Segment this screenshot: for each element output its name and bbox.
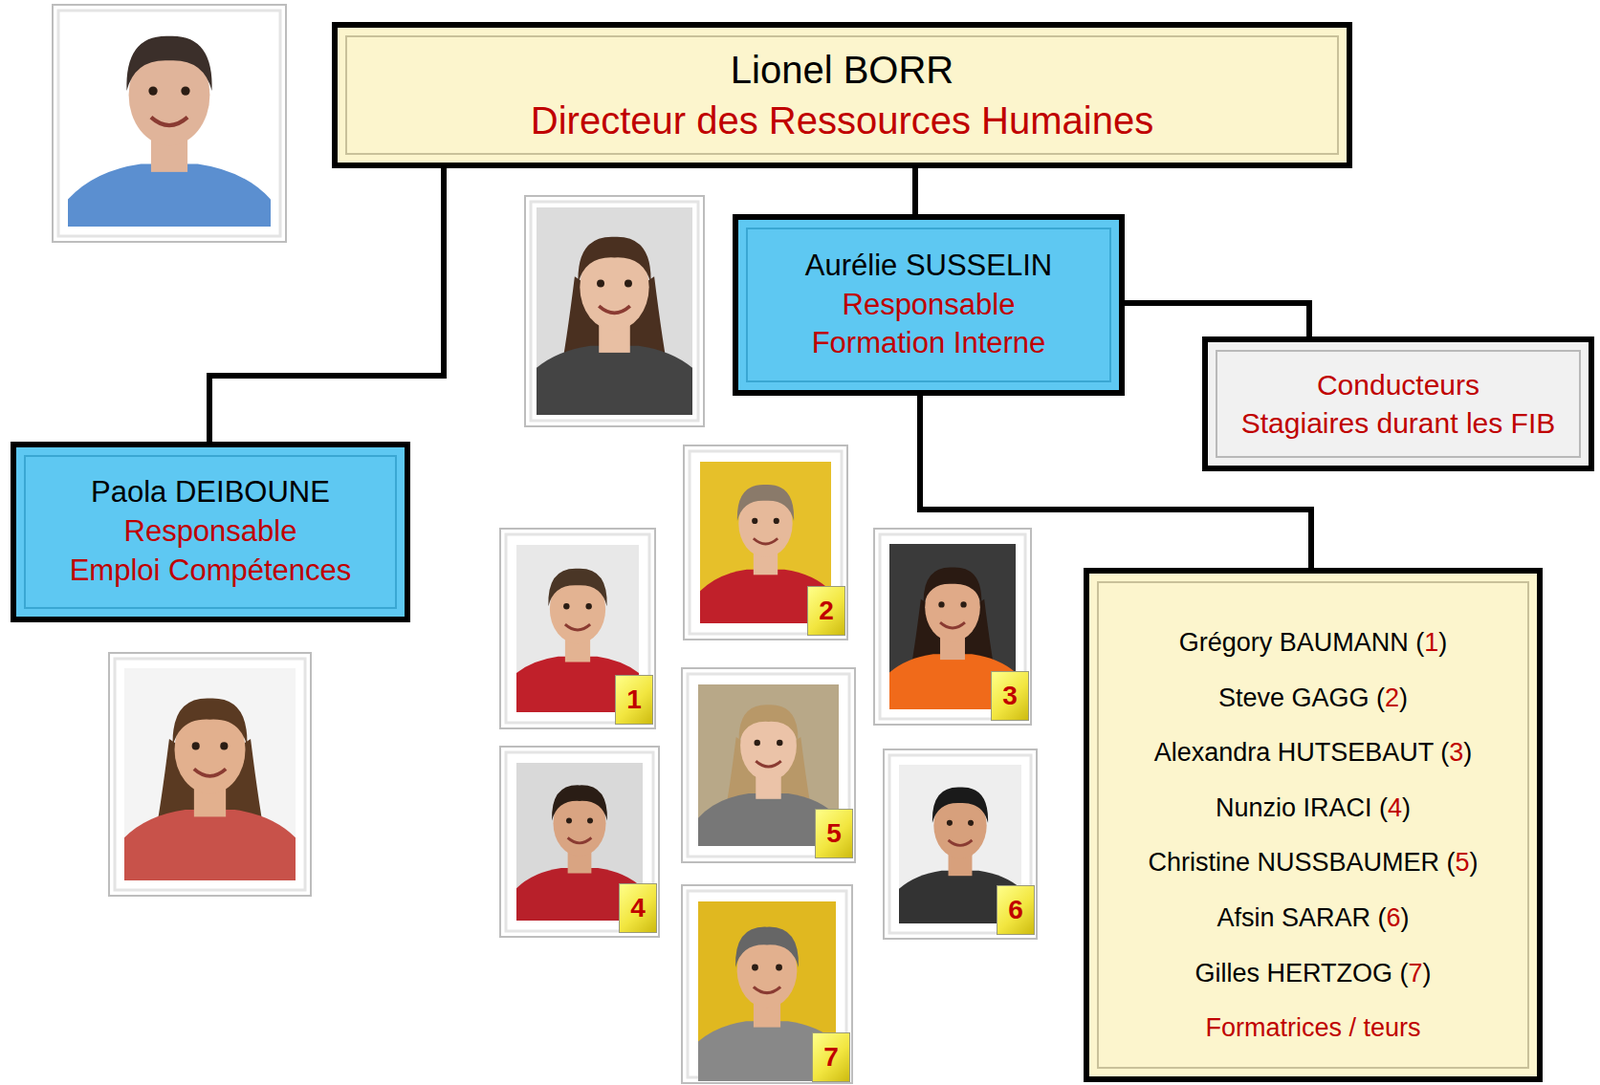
photo-trainer [874, 528, 1031, 725]
portrait [112, 668, 308, 890]
portrait [501, 545, 655, 720]
node-text: Nunzio IRACI (4) [1215, 781, 1411, 837]
person-name: Aurélie SUSSELIN [805, 246, 1053, 286]
org-connector [912, 165, 919, 218]
photo-trainer [681, 885, 853, 1085]
photo-trainer [883, 749, 1037, 940]
org-connector [1121, 303, 1310, 340]
callout-badge: 4 [618, 883, 658, 934]
photo-frame [681, 668, 855, 863]
portrait [887, 765, 1033, 931]
trainers-box: Grégory BAUMANN (1)Steve GAGG (2)Alexand… [1083, 568, 1543, 1083]
portrait [57, 1, 281, 256]
photo-frame [109, 653, 311, 897]
portrait [876, 544, 1030, 717]
person-name: Paola DEIBOUNE [90, 473, 330, 513]
photo-frame [874, 528, 1031, 725]
photo-trainer [500, 528, 656, 729]
photo-bevel [505, 752, 654, 932]
callout-number: 4 [630, 893, 646, 924]
portrait [684, 901, 850, 1085]
node-text: Christine NUSSBAUMER (5) [1147, 835, 1478, 892]
photo-aurelie [519, 196, 710, 427]
photo-trainer [500, 746, 659, 938]
node-text: Responsable Formation Interne [811, 285, 1047, 365]
callout-number: 3 [1002, 680, 1018, 712]
callout-number: 6 [1008, 895, 1024, 926]
callout-badge: 2 [807, 586, 846, 636]
photo-frame [500, 528, 656, 729]
photo-frame [500, 746, 659, 938]
director-box: Lionel BORRDirecteur des Ressources Huma… [331, 21, 1353, 169]
callout-number: 5 [826, 818, 842, 850]
node-text: Alexandra HUTSEBAUT (3) [1154, 725, 1473, 782]
photo-frame [683, 445, 848, 640]
org-connector [209, 165, 444, 445]
photo-frame [883, 749, 1037, 940]
node-text: Conducteurs Stagiaires durant les FIB [1241, 366, 1557, 442]
callout-badge: 1 [614, 675, 654, 725]
node-text: Directeur des Ressources Humaines [530, 95, 1154, 147]
callout-badge: 7 [811, 1032, 851, 1083]
photo-trainer [681, 668, 855, 863]
callout-badge: 5 [814, 809, 854, 859]
manager-box: Aurélie SUSSELINResponsable Formation In… [732, 214, 1125, 396]
photo-lionel [52, 1, 286, 256]
callout-number: 7 [823, 1042, 839, 1074]
manager-box: Paola DEIBOUNEResponsable Emploi Compéte… [10, 441, 411, 623]
node-text: Formatrices / teurs [1205, 1001, 1421, 1057]
callout-number: 1 [626, 684, 642, 716]
photo-paola [109, 653, 311, 897]
node-text: Afsin SARAR (6) [1216, 891, 1409, 947]
callout-badge: 3 [990, 671, 1030, 722]
photo-trainer [683, 445, 848, 640]
node-text: Responsable Emploi Compétences [69, 512, 352, 592]
node-text: Grégory BAUMANN (1) [1179, 615, 1448, 672]
callout-badge: 6 [996, 885, 1035, 936]
node-text: Gilles HERTZOG (7) [1194, 946, 1431, 1003]
person-name: Lionel BORR [730, 44, 954, 96]
callout-number: 2 [818, 595, 834, 627]
node-text: Steve GAGG (2) [1218, 671, 1408, 727]
portrait [519, 207, 710, 424]
trainees-box: Conducteurs Stagiaires durant les FIB [1202, 336, 1595, 472]
